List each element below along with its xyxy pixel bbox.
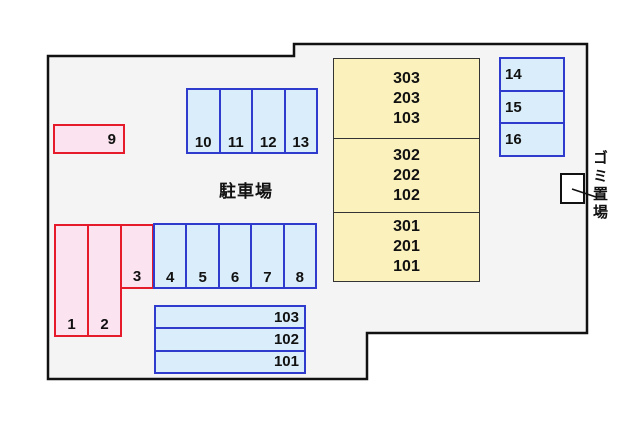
space-number: 14	[505, 65, 522, 83]
parking-row-10-13: 10 11 12 13	[186, 88, 318, 154]
space-number: 11	[227, 134, 244, 151]
unit-number: 301	[393, 218, 420, 235]
space-number: 10	[194, 134, 212, 151]
unit-number: 303	[393, 69, 420, 87]
parking-space-16: 16	[501, 122, 563, 155]
space-number: 13	[292, 134, 310, 151]
parking-space-11: 11	[218, 90, 252, 152]
parking-space-7: 7	[250, 225, 282, 287]
space-number: 5	[198, 269, 207, 286]
space-number: 6	[230, 269, 240, 286]
space-number: 9	[107, 130, 116, 148]
building-stack-3: 301 201 101	[334, 212, 479, 281]
space-number: 16	[505, 131, 522, 149]
unit-number: 203	[393, 89, 420, 107]
parking-row-4-8: 4 5 6 7 8	[153, 223, 317, 289]
space-number: 8	[295, 269, 304, 286]
unit-rows-block: 103 102 101	[154, 305, 306, 374]
parking-space-8: 8	[282, 225, 315, 287]
parking-space-6: 6	[217, 225, 250, 287]
space-number: 12	[259, 134, 277, 151]
space-number: 4	[166, 269, 175, 286]
unit-row-103: 103	[156, 307, 304, 327]
trash-pointer-line	[571, 188, 597, 198]
parking-space-2: 2	[87, 224, 122, 337]
unit-row-101: 101	[156, 349, 304, 372]
space-number: 2	[100, 316, 109, 333]
parking-space-13: 13	[283, 90, 317, 152]
trash-area-label: ゴミ置場	[591, 150, 608, 222]
parking-space-1: 1	[54, 224, 89, 337]
parking-space-12: 12	[251, 90, 284, 152]
unit-number: 202	[393, 166, 420, 184]
unit-row-102: 102	[156, 327, 304, 349]
building-stack-1: 303 203 103	[334, 59, 479, 138]
parking-space-3: 3	[120, 224, 154, 289]
unit-number: 101	[273, 353, 299, 371]
building-stack-2: 302 202 102	[334, 138, 479, 212]
parking-space-14: 14	[501, 59, 563, 90]
parking-space-5: 5	[185, 225, 217, 287]
parking-space-9: 9	[53, 124, 125, 154]
space-number: 7	[263, 269, 272, 286]
parking-space-4: 4	[155, 225, 185, 287]
space-number: 3	[132, 268, 142, 285]
parking-column-14-16: 14 15 16	[499, 57, 565, 157]
building-block: 303 203 103 302 202 102 301 201 101	[333, 58, 480, 282]
parking-space-15: 15	[501, 89, 563, 123]
unit-number: 201	[393, 238, 420, 255]
unit-number: 103	[393, 109, 420, 127]
space-number: 15	[505, 98, 522, 116]
space-number: 1	[67, 316, 76, 333]
unit-number: 102	[273, 330, 299, 348]
unit-number: 302	[393, 146, 420, 164]
parking-lot-label: 駐車場	[219, 182, 273, 201]
parking-space-10: 10	[188, 90, 219, 152]
unit-number: 101	[393, 258, 420, 275]
unit-number: 102	[393, 186, 420, 204]
unit-number: 103	[273, 308, 299, 326]
